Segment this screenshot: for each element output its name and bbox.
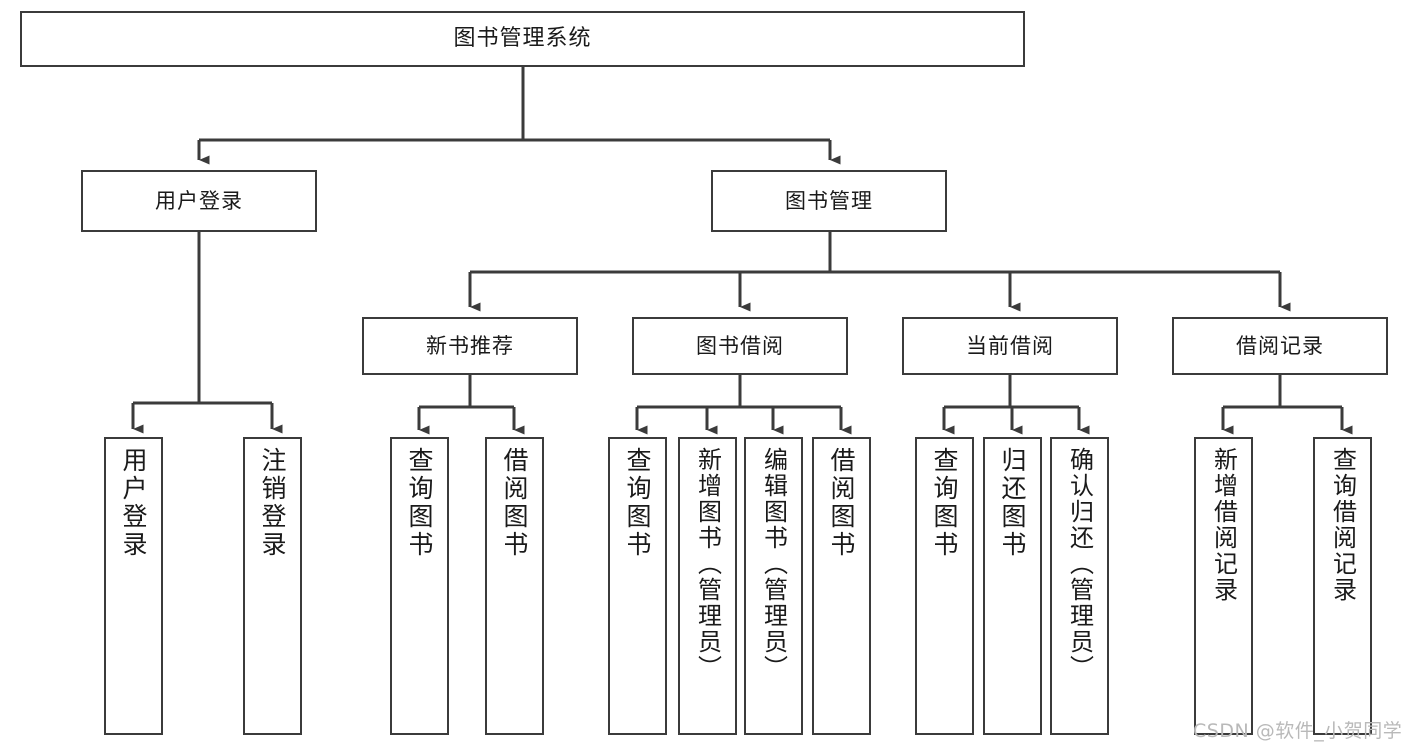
node-new-book-recommend[interactable]: 新书推荐 xyxy=(362,317,578,375)
node-label: 图书借阅 xyxy=(696,333,784,358)
node-book-management[interactable]: 图书管理 xyxy=(711,170,947,232)
node-label: 图书管理系统 xyxy=(453,26,592,52)
node-label: 新增图书（管理员） xyxy=(693,447,722,681)
node-book-borrow[interactable]: 图书借阅 xyxy=(632,317,848,375)
node-label: 查询借阅记录 xyxy=(1328,447,1357,603)
node-user-login[interactable]: 用户登录 xyxy=(81,170,317,232)
leaf-new-book-borrow-book[interactable]: 借阅图书 xyxy=(485,437,544,735)
node-label: 用户登录 xyxy=(119,447,148,559)
leaf-new-book-query-book[interactable]: 查询图书 xyxy=(390,437,449,735)
leaf-borrow-record-query-record[interactable]: 查询借阅记录 xyxy=(1313,437,1372,735)
node-label: 用户登录 xyxy=(155,188,243,213)
node-label: 查询图书 xyxy=(930,447,959,559)
leaf-current-borrow-confirm-return-admin[interactable]: 确认归还（管理员） xyxy=(1050,437,1109,735)
node-label: 新书推荐 xyxy=(426,333,514,358)
node-label: 归还图书 xyxy=(998,447,1027,559)
node-label: 借阅记录 xyxy=(1236,333,1324,358)
node-label: 确认归还（管理员） xyxy=(1065,447,1094,681)
csdn-watermark: CSDN @软件_小贺同学 xyxy=(1193,720,1403,742)
node-label: 注销登录 xyxy=(258,447,287,559)
leaf-borrow-record-add-record[interactable]: 新增借阅记录 xyxy=(1194,437,1253,735)
node-borrow-record[interactable]: 借阅记录 xyxy=(1172,317,1388,375)
leaf-current-borrow-query-book[interactable]: 查询图书 xyxy=(915,437,974,735)
node-label: 新增借阅记录 xyxy=(1209,447,1238,603)
leaf-user-login-logout[interactable]: 注销登录 xyxy=(243,437,302,735)
leaf-book-borrow-query-book[interactable]: 查询图书 xyxy=(608,437,667,735)
node-label: 借阅图书 xyxy=(500,447,529,559)
leaf-book-borrow-edit-book-admin[interactable]: 编辑图书（管理员） xyxy=(744,437,803,735)
node-label: 查询图书 xyxy=(405,447,434,559)
node-label: 图书管理 xyxy=(785,188,873,213)
node-label: 当前借阅 xyxy=(966,333,1054,358)
leaf-current-borrow-return-book[interactable]: 归还图书 xyxy=(983,437,1042,735)
leaf-book-borrow-borrow-book[interactable]: 借阅图书 xyxy=(812,437,871,735)
leaf-book-borrow-add-book-admin[interactable]: 新增图书（管理员） xyxy=(678,437,737,735)
node-label: 编辑图书（管理员） xyxy=(759,447,788,681)
leaf-user-login-login[interactable]: 用户登录 xyxy=(104,437,163,735)
node-root-book-management-system[interactable]: 图书管理系统 xyxy=(20,11,1025,67)
node-current-borrow[interactable]: 当前借阅 xyxy=(902,317,1118,375)
node-label: 查询图书 xyxy=(623,447,652,559)
node-label: 借阅图书 xyxy=(827,447,856,559)
